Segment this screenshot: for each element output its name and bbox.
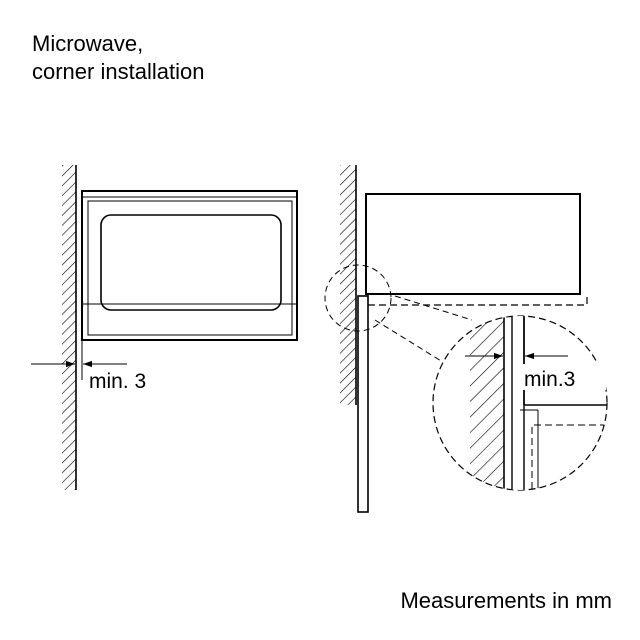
detail-zoom-view: min.3 bbox=[432, 315, 608, 491]
detail-leader-lower bbox=[374, 319, 447, 365]
zoom-wall-hatch bbox=[470, 316, 504, 490]
right-wall-hatch bbox=[340, 165, 356, 405]
left-view: min. 3 bbox=[31, 165, 298, 490]
zoom-cabinet-panel bbox=[511, 316, 525, 490]
left-wall-hatch bbox=[62, 165, 76, 490]
cabinet-side-panel bbox=[357, 295, 369, 513]
title-line-1: Microwave, bbox=[32, 31, 144, 56]
detail-leader-upper bbox=[394, 295, 473, 321]
measurement-units-note: Measurements in mm bbox=[400, 588, 612, 613]
microwave-front bbox=[81, 190, 298, 341]
microwave-side bbox=[365, 193, 588, 306]
right-dimension: min.3 bbox=[465, 352, 606, 391]
left-clearance-label: min. 3 bbox=[89, 370, 146, 393]
detail-marker-circle bbox=[324, 264, 392, 332]
right-view: min.3 bbox=[324, 165, 608, 513]
title-line-2: corner installation bbox=[32, 59, 205, 84]
right-clearance-label: min.3 bbox=[524, 368, 575, 391]
left-dimension: min. 3 bbox=[31, 340, 146, 393]
diagram-title: Microwave, corner installation bbox=[32, 30, 204, 86]
